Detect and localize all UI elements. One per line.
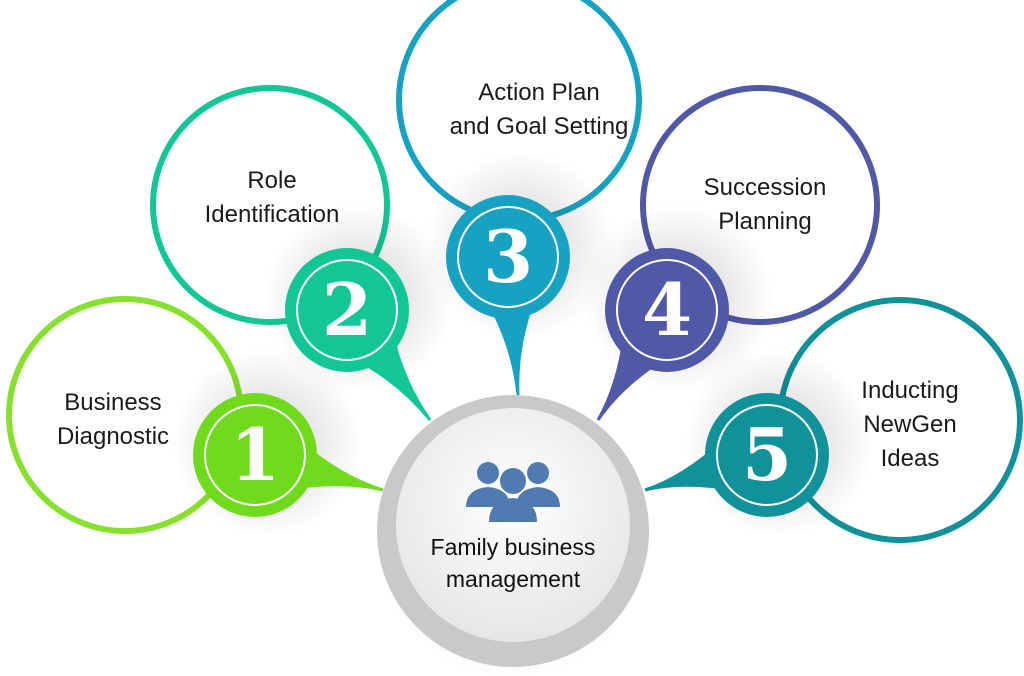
step-number: 3	[483, 214, 533, 299]
step-number: 2	[322, 267, 372, 352]
center-label-line1: Family business	[430, 534, 596, 560]
step-label: Action Plan and Goal Setting	[429, 76, 649, 144]
badge-inner-ring	[296, 259, 398, 361]
step-label-line1: Succession	[703, 174, 827, 201]
step-2: 2	[150, 85, 454, 421]
step-number-badge	[193, 393, 317, 517]
step-connector	[485, 295, 537, 396]
step-label-line2: Identification	[204, 201, 340, 228]
badge-inner-ring	[204, 404, 306, 506]
step-3: 3	[396, 0, 642, 396]
center-label-line2: management	[445, 566, 581, 592]
step-label-line1: Business	[64, 389, 162, 416]
step-number-badge	[446, 195, 570, 319]
step-label-line3: Ideas	[880, 445, 940, 472]
step-label-line1: Role	[247, 167, 297, 194]
step-label-line2: and Goal Setting	[449, 113, 629, 140]
badge-inner-ring	[616, 259, 718, 361]
badge-inner-ring	[716, 404, 818, 506]
step-number-badge	[285, 248, 409, 372]
step-1: 1	[6, 296, 384, 538]
step-5: 5	[644, 297, 1023, 543]
step-number-badge	[705, 393, 829, 517]
center-label: Family business management	[403, 531, 623, 595]
step-number: 4	[642, 267, 692, 352]
step-label-line1: Action Plan	[478, 79, 600, 106]
step-number-badge	[605, 248, 729, 372]
step-label-line2: Planning	[718, 208, 812, 235]
step-number: 5	[742, 412, 792, 497]
step-label-line2: Diagnostic	[56, 423, 170, 450]
step-number: 1	[230, 412, 280, 497]
center-hub	[375, 395, 651, 676]
badge-inner-ring	[457, 206, 559, 308]
step-label-line1: Inducting	[861, 377, 959, 404]
center-inner-disc	[396, 408, 630, 642]
people-group-icon	[466, 462, 560, 522]
step-label-line2: NewGen	[863, 411, 957, 438]
step-4: 4	[584, 85, 880, 421]
